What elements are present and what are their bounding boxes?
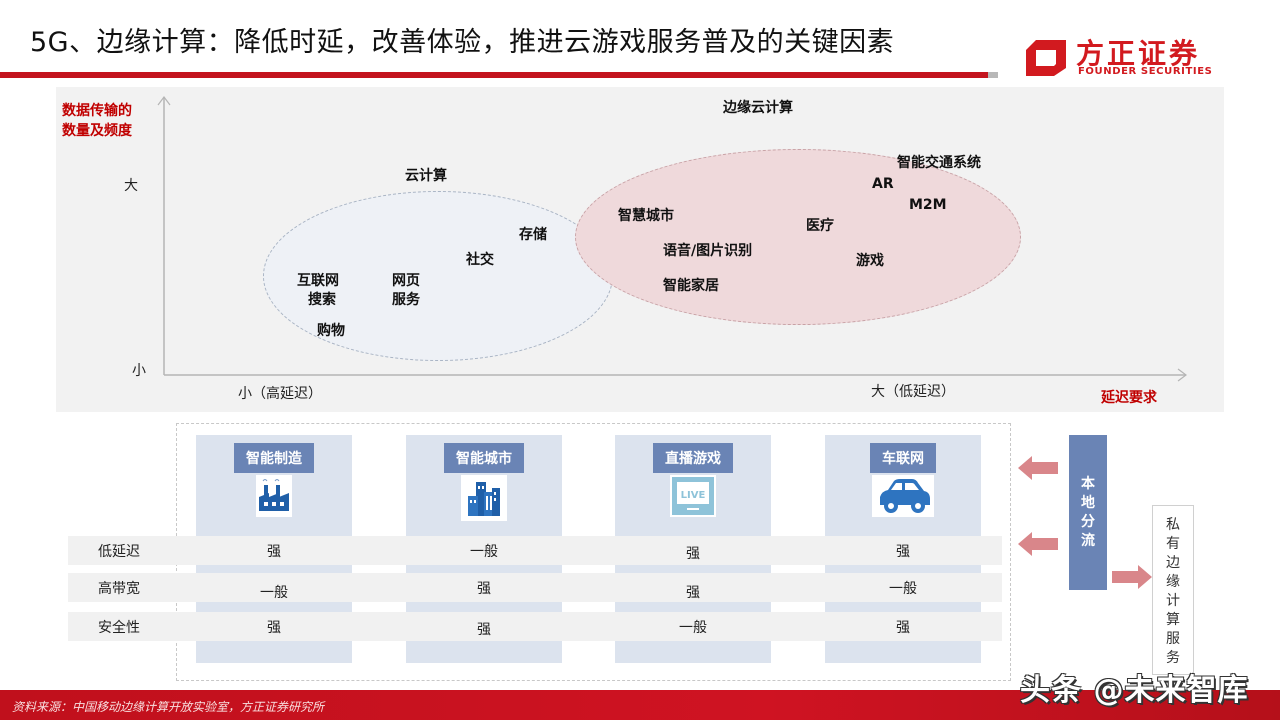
private-char: 计 — [1166, 593, 1180, 609]
car-icon — [872, 475, 934, 517]
cell-value: 强 — [267, 544, 281, 560]
factory-icon — [256, 475, 292, 517]
y-axis-title-line1: 数据传输的 — [62, 103, 132, 119]
edge-cloud-region — [575, 149, 1021, 325]
logo-chinese-name: 方正证券 — [1076, 37, 1201, 70]
row-label: 安全性 — [98, 620, 140, 636]
private-char: 算 — [1166, 612, 1180, 628]
row-label: 低延迟 — [98, 544, 140, 560]
logo-mark-icon — [1026, 40, 1066, 76]
label-web: 网页 — [392, 273, 420, 289]
cell-value: 强 — [686, 546, 700, 562]
edge-cloud-title: 边缘云计算 — [723, 100, 793, 116]
footer-bar: 资料来源：中国移动边缘计算开放实验室，方正证券研究所 — [0, 690, 1280, 720]
cell-value: 一般 — [679, 620, 707, 636]
private-edge-service-box: 私 有 边 缘 计 算 服 务 — [1152, 505, 1194, 675]
label-m2m: M2M — [909, 197, 947, 213]
label-gaming: 游戏 — [856, 253, 884, 269]
y-axis-title-line2: 数量及频度 — [62, 123, 132, 139]
founder-securities-logo: 方正证券 FOUNDER SECURITIES — [1022, 36, 1237, 80]
private-char: 有 — [1166, 536, 1180, 552]
source-note: 资料来源：中国移动边缘计算开放实验室，方正证券研究所 — [12, 700, 325, 714]
logo-english-name: FOUNDER SECURITIES — [1078, 66, 1213, 77]
label-medical: 医疗 — [806, 218, 834, 234]
offload-char: 分 — [1081, 513, 1095, 530]
row-security: 安全性 强 强 一般 强 — [68, 612, 1002, 641]
label-service: 服务 — [392, 292, 420, 308]
offload-char: 流 — [1081, 532, 1095, 549]
label-smart-city: 智慧城市 — [618, 208, 674, 224]
label-ar: AR — [872, 176, 894, 192]
label-search: 搜索 — [308, 292, 336, 308]
label-shopping: 购物 — [317, 323, 345, 339]
private-char: 私 — [1166, 517, 1180, 533]
cell-value: 强 — [477, 622, 491, 638]
arrow-left-icon — [1018, 456, 1058, 480]
scenario-tag: 智能制造 — [234, 443, 314, 473]
local-offload-box: 本 地 分 流 — [1069, 435, 1107, 590]
cell-value: 一般 — [889, 581, 917, 597]
label-intelligent-transport: 智能交通系统 — [897, 155, 981, 171]
arrow-left-icon — [1018, 532, 1058, 556]
cell-value: 一般 — [260, 585, 288, 601]
label-internet: 互联网 — [297, 273, 339, 289]
private-char: 服 — [1166, 631, 1180, 647]
cell-value: 强 — [686, 585, 700, 601]
x-tick-high: 大（低延迟） — [871, 384, 955, 400]
cell-value: 强 — [896, 620, 910, 636]
svg-text:LIVE: LIVE — [681, 490, 706, 501]
label-social: 社交 — [466, 252, 494, 268]
page-title: 5G、边缘计算：降低时延，改善体验，推进云游戏服务普及的关键因素 — [30, 27, 895, 58]
title-underline — [0, 72, 990, 78]
latency-vs-data-chart: 数据传输的 数量及频度 大 小 小（高延迟） 大（低延迟） 延迟要求 云计算 互… — [56, 87, 1224, 412]
label-storage: 存储 — [519, 227, 547, 243]
cell-value: 强 — [477, 581, 491, 597]
offload-char: 地 — [1081, 494, 1095, 511]
y-tick-high: 大 — [124, 178, 138, 194]
cell-value: 强 — [267, 620, 281, 636]
watermark: 头条 @未来智库 — [1020, 673, 1249, 708]
offload-char: 本 — [1081, 475, 1095, 492]
private-char: 缘 — [1166, 574, 1180, 590]
label-smart-home: 智能家居 — [663, 278, 719, 294]
row-label: 高带宽 — [98, 581, 140, 597]
title-underline-tail — [988, 72, 998, 78]
row-high-bandwidth: 高带宽 一般 强 强 一般 — [68, 573, 1002, 602]
private-char: 务 — [1166, 650, 1180, 666]
cell-value: 一般 — [470, 544, 498, 560]
x-axis-title: 延迟要求 — [1101, 390, 1157, 406]
scenario-tag: 车联网 — [870, 443, 936, 473]
y-tick-low: 小 — [132, 363, 146, 379]
label-voice-image-recognition: 语音/图片识别 — [663, 243, 753, 259]
private-char: 边 — [1166, 555, 1180, 571]
cloud-computing-title: 云计算 — [405, 168, 447, 184]
scenario-tag: 直播游戏 — [653, 443, 733, 473]
chart-axes — [157, 96, 1187, 382]
scenario-tag: 智能城市 — [444, 443, 524, 473]
city-buildings-icon — [461, 475, 507, 521]
row-low-latency: 低延迟 强 一般 强 强 — [68, 536, 1002, 565]
x-tick-low: 小（高延迟） — [238, 386, 322, 402]
arrow-right-icon — [1112, 565, 1152, 589]
y-axis-title: 数据传输的 数量及频度 — [62, 101, 152, 141]
live-screen-icon: LIVE — [670, 475, 716, 517]
cell-value: 强 — [896, 544, 910, 560]
